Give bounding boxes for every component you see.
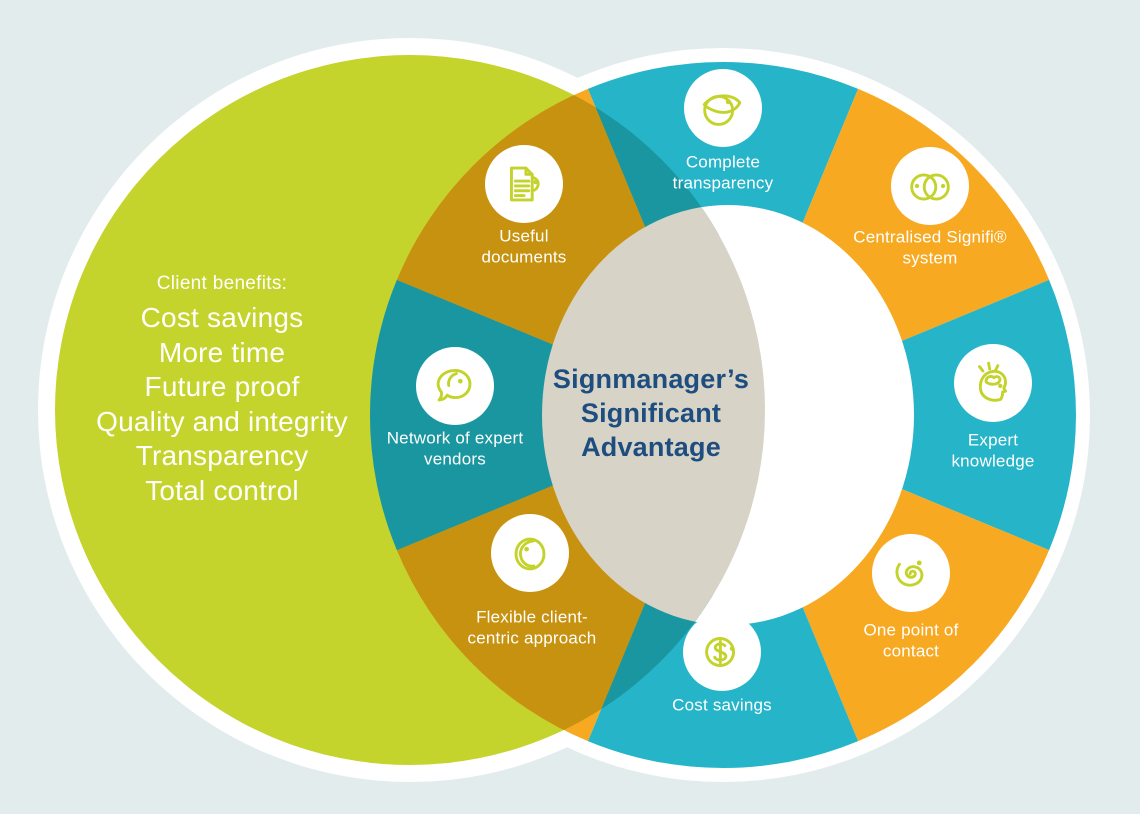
- center-title: Signmanager’s Significant Advantage: [511, 362, 791, 464]
- badge-cost-savings: [683, 613, 761, 691]
- center-title-line: Advantage: [581, 432, 721, 462]
- label-centralised-system: Centralised Signifi® system: [853, 227, 1007, 267]
- dollar-face-icon: [705, 637, 736, 667]
- transparency-eye-icon: [702, 94, 742, 126]
- badge-complete-transparency: [684, 69, 762, 147]
- badge-expert-knowledge: [954, 344, 1032, 422]
- label-one-point-of-contact: One point of contact: [863, 620, 959, 660]
- idea-head-icon: [978, 361, 1007, 402]
- label-cost-savings: Cost savings: [672, 695, 772, 715]
- benefit-item: Quality and integrity: [96, 405, 348, 437]
- label-useful-documents: Useful documents: [481, 226, 567, 266]
- badge-flexible-approach: [491, 514, 569, 592]
- badge-one-point-of-contact: [872, 534, 950, 612]
- badge-network-vendors: [416, 347, 494, 425]
- badge-centralised-system: [891, 147, 969, 225]
- label-expert-knowledge: Expert knowledge: [951, 430, 1035, 470]
- client-benefits-heading: Client benefits:: [156, 273, 288, 294]
- center-lens-overlap: [542, 205, 765, 625]
- client-benefits-block: Client benefits: Cost savings More time …: [52, 273, 392, 508]
- client-face-icon: [514, 537, 546, 571]
- spiral-face-icon: [895, 560, 924, 587]
- benefit-item: Cost savings: [140, 302, 304, 333]
- benefit-item: More time: [158, 336, 286, 368]
- benefit-item: Future proof: [144, 371, 300, 402]
- label-network-vendors: Network of expert vendors: [386, 428, 524, 468]
- speech-bubble-face-icon: [436, 369, 472, 402]
- document-face-icon: [510, 166, 540, 202]
- benefit-item: Transparency: [135, 440, 309, 471]
- center-title-line: Significant: [580, 398, 722, 428]
- label-flexible-approach: Flexible client-centric approach: [467, 607, 597, 647]
- overlapping-faces-icon: [910, 173, 950, 201]
- center-title-line: Signmanager’s: [552, 364, 750, 394]
- benefit-item: Total control: [145, 474, 299, 506]
- label-complete-transparency: Complete transparency: [672, 152, 774, 192]
- badge-useful-documents: [485, 145, 563, 223]
